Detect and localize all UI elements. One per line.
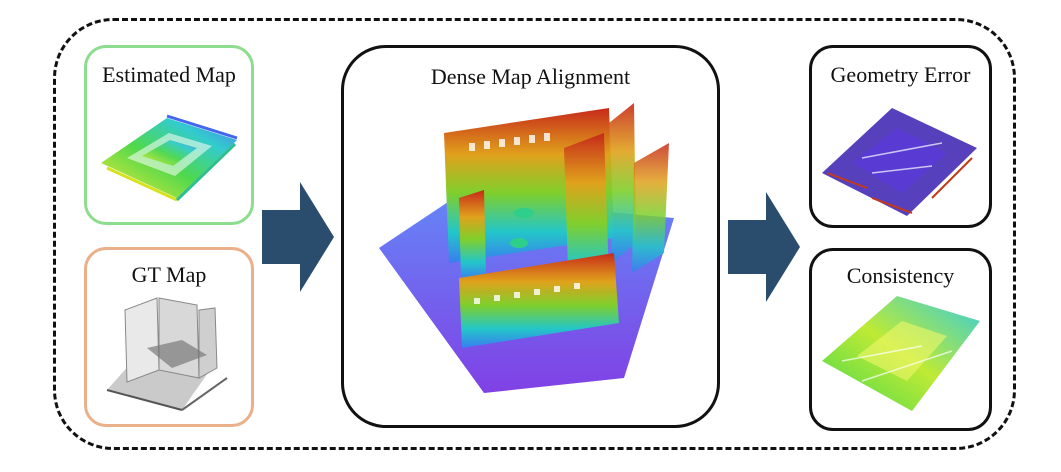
pipeline-frame <box>53 18 1016 450</box>
geometry-error-pointcloud <box>822 108 977 216</box>
estimated-map-pointcloud <box>101 114 238 202</box>
consistency-pointcloud <box>822 296 980 411</box>
estimated-map-label: Estimated Map <box>102 62 236 87</box>
geometry-error-panel: Geometry Error <box>809 45 992 228</box>
arrow-right-icon-2 <box>728 192 800 302</box>
geometry-error-label: Geometry Error <box>830 62 971 87</box>
gt-map-panel: GT Map <box>84 247 254 427</box>
consistency-label: Consistency <box>846 263 955 288</box>
estimated-map-panel: Estimated Map <box>84 45 254 225</box>
dense-map-alignment-label: Dense Map Alignment <box>430 64 631 89</box>
gt-map-pointcloud <box>106 297 228 411</box>
dense-map-alignment-panel: Dense Map Alignment <box>341 45 720 428</box>
gt-map-label: GT Map <box>131 262 207 287</box>
consistency-panel: Consistency <box>809 248 992 431</box>
dense-map-pointcloud <box>379 103 674 393</box>
arrow-right-icon <box>262 182 334 292</box>
